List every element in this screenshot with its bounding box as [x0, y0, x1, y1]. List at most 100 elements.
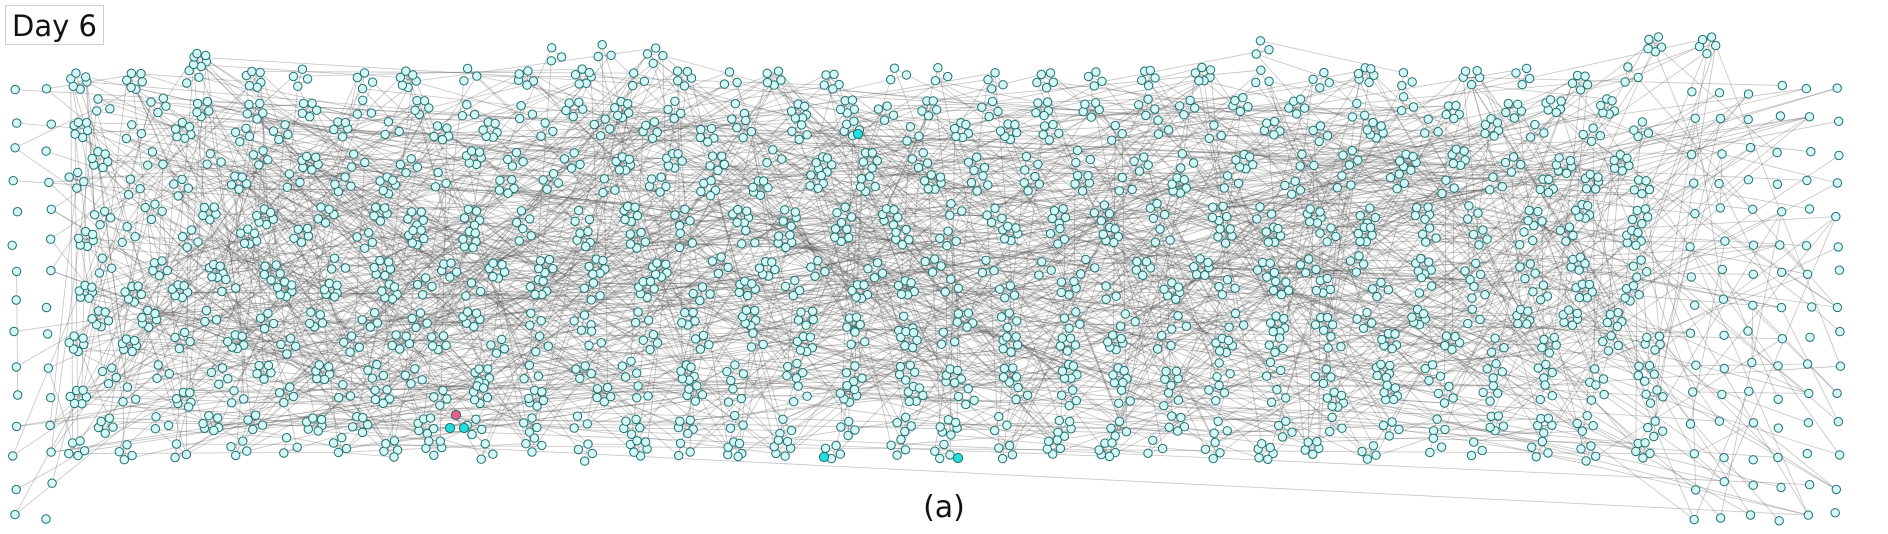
network-node	[1398, 68, 1409, 78]
network-edge	[1189, 100, 1580, 218]
network-node	[1806, 147, 1816, 157]
network-edge	[111, 267, 351, 397]
network-edge	[1065, 217, 1445, 346]
network-edge	[150, 101, 318, 379]
network-node	[1031, 108, 1041, 118]
network-edge	[1638, 246, 1691, 295]
network-node	[1033, 98, 1043, 108]
network-edge	[1419, 92, 1720, 294]
network-node	[821, 70, 831, 80]
network-edge	[1563, 152, 1778, 323]
network-edge	[141, 260, 163, 295]
network-edge	[1004, 76, 1211, 137]
network-node	[719, 79, 730, 89]
network-node	[71, 68, 81, 78]
network-edge	[1572, 324, 1837, 490]
network-node	[1802, 448, 1813, 459]
network-edge	[843, 131, 947, 382]
network-edge	[709, 165, 781, 434]
network-node	[469, 109, 480, 120]
network-edge	[414, 109, 581, 234]
network-node	[1720, 236, 1730, 246]
network-edge	[235, 150, 264, 456]
network-edge	[534, 173, 554, 295]
network-edge	[375, 274, 527, 444]
network-node	[1143, 94, 1153, 105]
network-node	[1717, 149, 1727, 159]
network-edge	[1308, 430, 1583, 443]
network-edge	[1123, 97, 1244, 371]
network-edge	[1275, 281, 1363, 452]
network-node	[1834, 116, 1844, 127]
network-edge	[499, 70, 678, 181]
network-edge	[1147, 389, 1210, 454]
network-node	[1775, 240, 1785, 250]
network-node	[773, 66, 784, 76]
network-edge	[12, 273, 281, 457]
network-edge	[1695, 489, 1721, 519]
network-edge	[1370, 134, 1520, 246]
network-edge	[344, 176, 418, 285]
network-node	[1032, 77, 1042, 88]
network-edge	[279, 101, 622, 394]
network-edge	[130, 87, 315, 328]
network-node	[136, 68, 146, 79]
network-node	[1833, 242, 1843, 252]
network-edge	[295, 228, 1061, 347]
network-edge	[1396, 344, 1491, 428]
network-node	[1719, 477, 1730, 487]
network-node	[1748, 300, 1758, 310]
network-edge	[1180, 417, 1544, 434]
network-edge	[311, 169, 604, 261]
network-edge	[818, 168, 855, 332]
network-edge	[948, 419, 1116, 453]
network-edge	[832, 88, 1320, 142]
network-edge	[639, 87, 1838, 429]
network-node	[1747, 357, 1757, 368]
network-edge	[264, 130, 554, 275]
network-node	[623, 99, 633, 109]
network-node	[819, 80, 829, 90]
network-node	[46, 204, 56, 215]
network-node	[11, 266, 22, 277]
network-edge	[278, 139, 1260, 459]
network-node	[137, 77, 147, 87]
network-edge	[1260, 40, 1404, 74]
network-edge	[630, 229, 907, 245]
network-node	[1353, 68, 1364, 79]
network-edge	[1266, 122, 1488, 240]
network-node	[1042, 97, 1053, 107]
network-node	[987, 96, 998, 107]
network-edge	[908, 239, 1073, 391]
network-node	[1719, 330, 1729, 340]
network-edge	[249, 85, 438, 127]
network-edge	[1219, 384, 1596, 386]
network-node	[1717, 264, 1728, 275]
network-edge	[864, 341, 947, 383]
network-node	[933, 62, 943, 73]
network-node	[1802, 269, 1813, 279]
network-node	[917, 106, 927, 116]
network-edge	[910, 282, 1061, 449]
network-edge	[1163, 173, 1567, 407]
network-edge	[465, 295, 747, 311]
network-edge	[900, 100, 928, 367]
network-node	[873, 104, 884, 114]
network-edge	[1113, 242, 1258, 271]
network-node	[1775, 111, 1786, 121]
network-edge	[689, 317, 850, 453]
network-node	[1777, 80, 1788, 91]
network-edge	[84, 72, 261, 286]
network-edge	[50, 372, 271, 426]
network-edge	[206, 150, 264, 311]
network-node	[146, 97, 156, 107]
network-node	[242, 109, 253, 119]
network-node	[1714, 88, 1725, 98]
network-edge	[1172, 190, 1481, 320]
network-edge	[1425, 335, 1612, 369]
network-node	[41, 302, 52, 313]
network-edge	[680, 113, 1010, 446]
network-node	[459, 76, 469, 86]
network-edge	[945, 245, 948, 382]
network-edge	[416, 47, 656, 82]
